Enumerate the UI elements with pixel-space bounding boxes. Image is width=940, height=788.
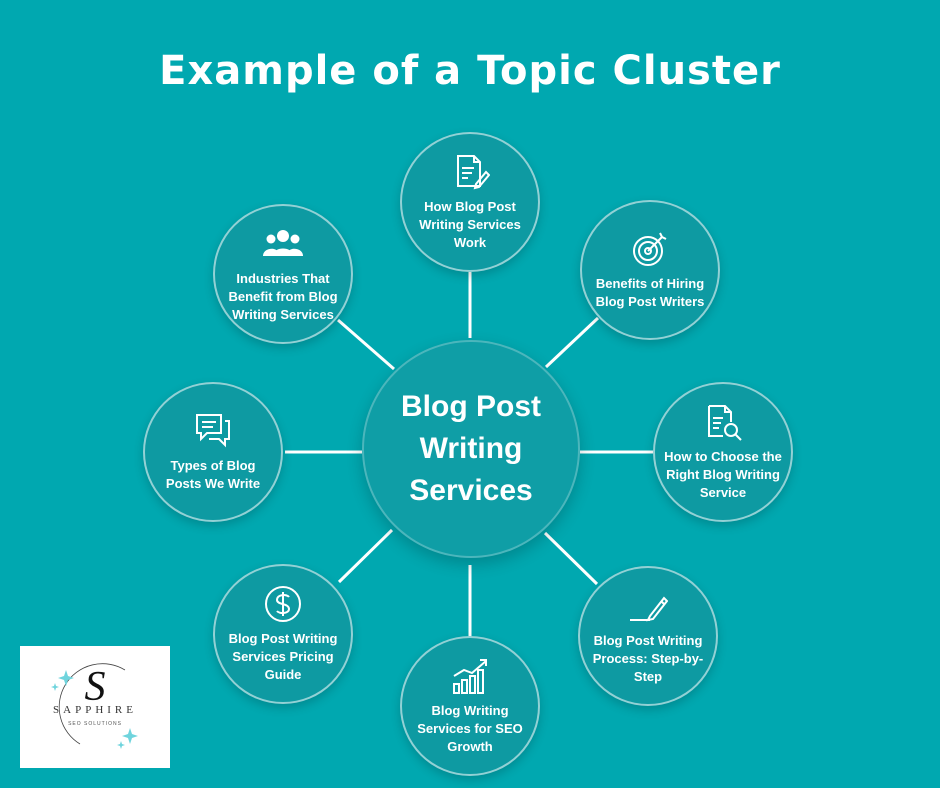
subtopic-label: Industries That Benefit from Blog Writin… (228, 271, 338, 322)
connector-line (337, 528, 394, 584)
subtopic-node-process: Blog Post Writing Process: Step-by-Step (578, 566, 718, 706)
page-title: Example of a Topic Cluster (159, 48, 781, 94)
target-icon (633, 232, 667, 266)
center-topic: Blog Post Writing Services (362, 340, 580, 558)
subtopic-node-pricing: Blog Post Writing Services Pricing Guide (213, 564, 353, 704)
subtopic-label: Blog Post Writing Services Pricing Guide (228, 631, 338, 682)
subtopic-label: Benefits of Hiring Blog Post Writers (595, 276, 705, 309)
subtopic-node-how-it-works: How Blog Post Writing Services Work (400, 132, 540, 272)
connector-line (543, 531, 599, 586)
subtopic-label: Types of Blog Posts We Write (165, 458, 261, 491)
subtopic-node-benefits: Benefits of Hiring Blog Post Writers (580, 200, 720, 340)
pen-icon (630, 596, 668, 622)
growth-chart-icon (453, 659, 487, 694)
logo-brand: SAPPHIRE (53, 704, 137, 716)
people-icon (263, 230, 303, 256)
sparkle-icon (122, 728, 138, 744)
subtopic-node-industries: Industries That Benefit from Blog Writin… (213, 204, 353, 344)
subtopic-label: Blog Post Writing Process: Step-by-Step (592, 633, 704, 684)
dollar-icon (265, 586, 301, 622)
logo-letter: S (85, 664, 106, 710)
subtopic-node-types: Types of Blog Posts We Write (143, 382, 283, 522)
sparkle-icon (117, 741, 125, 749)
subtopic-label: Blog Writing Services for SEO Growth (417, 703, 523, 754)
document-search-icon (708, 405, 742, 441)
logo-tagline: SEO SOLUTIONS (68, 721, 122, 727)
sparkle-icon (58, 670, 74, 686)
subtopic-label: How to Choose the Right Blog Writing Ser… (664, 449, 782, 500)
connector-line (337, 318, 395, 371)
subtopic-node-seo-growth: Blog Writing Services for SEO Growth (400, 636, 540, 776)
sapphire-logo: S SAPPHIRE SEO SOLUTIONS (20, 646, 170, 768)
center-topic-label: Blog Post Writing Services (401, 390, 541, 507)
chat-bubbles-icon (196, 414, 230, 448)
logo-mark: S (51, 663, 138, 749)
document-edit-icon (457, 155, 490, 190)
subtopic-node-how-to-choose: How to Choose the Right Blog Writing Ser… (653, 382, 793, 522)
subtopic-label: How Blog Post Writing Services Work (419, 199, 521, 250)
sparkle-icon (51, 683, 59, 691)
connector-line (544, 316, 600, 369)
